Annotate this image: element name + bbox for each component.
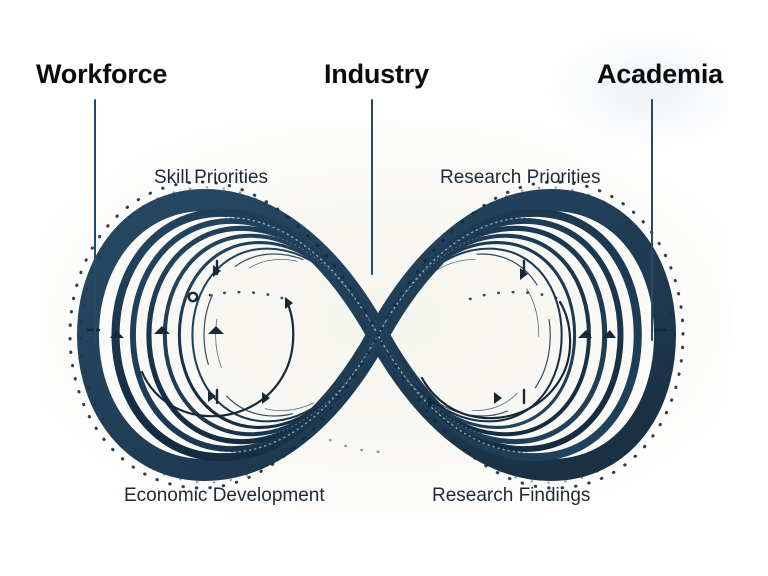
flow-label-research-findings: Research Findings bbox=[432, 485, 591, 506]
flow-label-research-priorities: Research Priorities bbox=[440, 167, 601, 188]
flow-arrowheads bbox=[110, 265, 616, 408]
header-industry: Industry bbox=[324, 59, 429, 89]
flow-tick-marks bbox=[86, 259, 668, 405]
flow-label-economic-development: Economic Development bbox=[124, 485, 325, 506]
header-connector-lines bbox=[94, 99, 653, 343]
header-workforce: Workforce bbox=[36, 59, 168, 89]
inner-dot-arcs bbox=[194, 290, 558, 454]
eye-direction-rings bbox=[140, 298, 572, 420]
flow-label-skill-priorities: Skill Priorities bbox=[154, 167, 269, 188]
node-circle-marker bbox=[187, 291, 199, 303]
header-academia: Academia bbox=[597, 59, 723, 89]
